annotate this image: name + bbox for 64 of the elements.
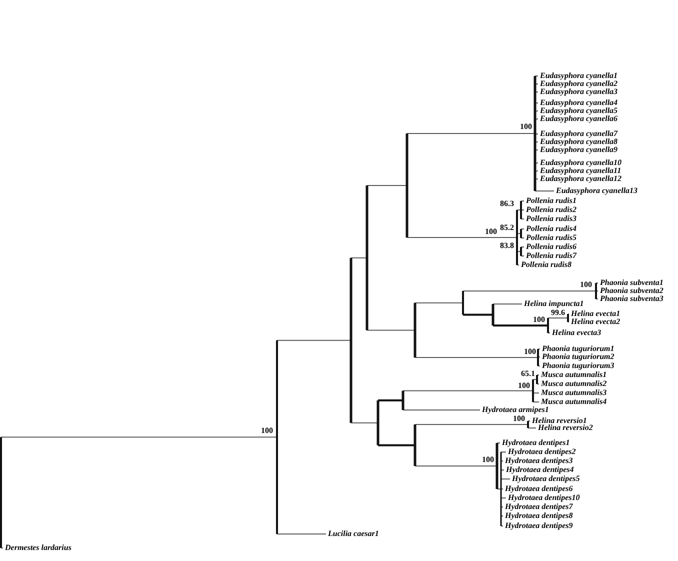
taxon-label: Eudasyphora cyanella13 — [556, 187, 638, 195]
taxon-label: Eudasyphora cyanella1 — [540, 72, 618, 80]
taxon-label: Hydrotaea dentipes8 — [505, 512, 573, 520]
taxon-label: Phaonia tuguriorum2 — [542, 353, 614, 361]
bootstrap-value: 100 — [518, 382, 530, 390]
bootstrap-value: 100 — [513, 415, 525, 423]
taxon-label: Eudasyphora cyanella8 — [540, 138, 618, 146]
bootstrap-value: 100 — [482, 456, 494, 464]
bootstrap-value: 83.8 — [500, 242, 514, 250]
taxon-label: Hydrotaea dentipes10 — [508, 494, 580, 502]
taxon-label: Pollenia rudis7 — [526, 252, 576, 260]
taxon-label: Dermestes lardarius — [5, 544, 72, 552]
bootstrap-value: 100 — [580, 281, 592, 289]
taxon-label: Eudasyphora cyanella9 — [540, 146, 618, 154]
taxon-label: Phaonia tuguriorum1 — [542, 345, 614, 353]
bootstrap-value: 65.1 — [521, 370, 535, 378]
bootstrap-value: 100 — [261, 427, 273, 435]
bootstrap-value: 100 — [524, 348, 536, 356]
taxon-label: Phaonia subventa2 — [600, 287, 664, 295]
taxon-label: Phaonia subventa1 — [600, 279, 664, 287]
taxon-label: Musca autumnalis1 — [541, 371, 607, 379]
taxon-label: Eudasyphora cyanella2 — [540, 80, 618, 88]
bootstrap-value: 100 — [533, 316, 545, 324]
taxon-label: Helina evecta2 — [571, 318, 620, 326]
taxon-label: Pollenia rudis8 — [521, 261, 572, 269]
taxon-label: Hydrotaea dentipes2 — [508, 448, 576, 456]
bootstrap-value: 99.6 — [551, 309, 565, 317]
bootstrap-value: 100 — [520, 123, 532, 131]
taxon-label: Hydrotaea dentipes4 — [506, 466, 574, 474]
taxon-label: Pollenia rudis2 — [526, 206, 576, 214]
taxon-label: Eudasyphora cyanella3 — [540, 88, 618, 96]
taxon-label: Helina reversio1 — [532, 417, 587, 425]
taxon-label: Helina impuncta1 — [524, 300, 584, 308]
taxon-label: Pollenia rudis3 — [526, 215, 576, 223]
taxon-label: Helina evecta3 — [552, 329, 602, 337]
taxon-label: Pollenia rudis5 — [526, 234, 576, 242]
taxon-label: Musca autumnalis2 — [541, 380, 607, 388]
taxon-label: Eudasyphora cyanella10 — [540, 159, 622, 167]
taxon-label: Eudasyphora cyanella7 — [540, 130, 618, 138]
taxon-label: Pollenia rudis6 — [526, 243, 576, 251]
taxon-label: Hydrotaea dentipes9 — [505, 522, 573, 530]
taxon-label: Musca autumnalis3 — [541, 389, 607, 397]
taxon-label: Hydrotaea dentipes3 — [505, 457, 573, 465]
taxon-label: Hydrotaea armipes1 — [482, 406, 549, 414]
taxon-label: Lucilia caesar1 — [328, 530, 379, 538]
taxon-label: Eudasyphora cyanella11 — [540, 167, 622, 175]
taxon-label: Pollenia rudis4 — [526, 225, 576, 233]
bootstrap-value: 86.3 — [500, 200, 514, 208]
bootstrap-value: 85.2 — [500, 224, 514, 232]
bootstrap-value: 100 — [485, 228, 497, 236]
taxon-label: Pollenia rudis1 — [526, 197, 576, 205]
taxon-label: Eudasyphora cyanella6 — [540, 115, 618, 123]
taxon-label: Hydrotaea dentipes5 — [512, 475, 580, 483]
taxon-label: Eudasyphora cyanella4 — [540, 99, 618, 107]
taxon-label: Eudasyphora cyanella5 — [540, 107, 618, 115]
taxon-label: Eudasyphora cyanella12 — [540, 175, 622, 183]
taxon-label: Musca autumnalis4 — [541, 398, 607, 406]
taxon-label: Hydrotaea dentipes6 — [505, 485, 573, 493]
taxon-label: Hydrotaea dentipes7 — [505, 503, 573, 511]
taxon-label: Phaonia tuguriorum3 — [542, 362, 614, 370]
taxon-label: Helina reversio2 — [538, 424, 593, 432]
taxon-label: Helina evecta1 — [571, 310, 620, 318]
taxon-label: Hydrotaea dentipes1 — [502, 439, 570, 447]
taxon-label: Phaonia subventa3 — [600, 295, 664, 303]
